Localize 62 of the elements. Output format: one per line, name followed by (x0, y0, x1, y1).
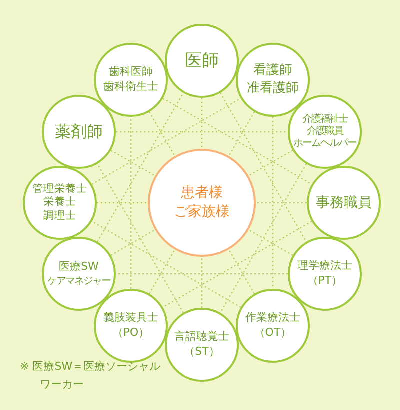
dotted-connector (272, 117, 274, 289)
dotted-connector (148, 112, 176, 157)
role-circle (307, 166, 381, 240)
role-circle (23, 166, 97, 240)
role-label: （PO） (112, 326, 150, 341)
role-label: 准看護師 (247, 80, 299, 98)
role-label: 栄養士 (44, 196, 76, 210)
dotted-connector (97, 202, 148, 204)
dotted-connector (248, 150, 294, 177)
dotted-connector (97, 92, 184, 242)
role-label: ホームヘルパー (293, 138, 356, 150)
role-label: 介護職員 (306, 126, 343, 138)
dotted-connector (92, 220, 242, 308)
role-circle (288, 95, 362, 169)
dotted-connector (256, 202, 307, 204)
dotted-connector (228, 112, 256, 157)
role-label: 管理栄養士 (32, 183, 88, 196)
role-circle (165, 24, 239, 98)
role-label: ご家族様 (174, 203, 230, 222)
role-label: 事務職員 (316, 194, 372, 212)
role-label: 医療SW (59, 260, 99, 275)
role-circle (236, 288, 310, 363)
role-label: 言語聴覚士 (174, 330, 230, 345)
role-circle (94, 288, 168, 363)
dotted-connector (110, 150, 156, 177)
role-circle (288, 237, 362, 311)
dotted-connector (92, 98, 242, 186)
dotted-connector (201, 98, 203, 149)
role-circle (42, 95, 116, 169)
role-circle (94, 43, 168, 118)
role-label: 介護福祉士 (302, 114, 348, 126)
role-label: 作業療法士 (246, 311, 300, 326)
footnote: ※ 医療SW＝医療ソーシャルワーカー (20, 359, 162, 393)
dotted-connector (110, 229, 156, 256)
role-label: 理学療法士 (297, 259, 352, 274)
dotted-connector (201, 257, 203, 308)
role-label: 患者様 (181, 184, 223, 203)
role-label: 歯科医師 (109, 65, 153, 80)
dotted-connector (162, 220, 312, 308)
dotted-connector (220, 164, 307, 314)
role-circle (165, 308, 239, 382)
role-label: 薬剤師 (55, 121, 104, 143)
dotted-connector (148, 249, 176, 294)
dotted-connector (130, 117, 132, 289)
role-label: 歯科衛生士 (104, 80, 158, 95)
role-label: 調理士 (44, 210, 76, 223)
role-label: （ST） (184, 345, 220, 360)
patient-circle (148, 149, 256, 257)
dotted-connector (162, 98, 312, 186)
role-label: 医師 (185, 50, 219, 72)
dotted-connector (116, 273, 288, 275)
dotted-connector (228, 249, 256, 294)
dotted-connector (248, 229, 294, 256)
role-circle (42, 237, 116, 311)
role-label: （OT） (254, 326, 292, 341)
role-label: 義肢装具士 (104, 311, 158, 326)
dotted-connector (116, 131, 288, 133)
role-label: ケアマネジャー (48, 274, 111, 288)
role-label: （PT） (307, 274, 343, 289)
dotted-connector (220, 92, 307, 242)
dotted-connector (97, 164, 184, 314)
role-label: 看護師 (254, 62, 292, 80)
